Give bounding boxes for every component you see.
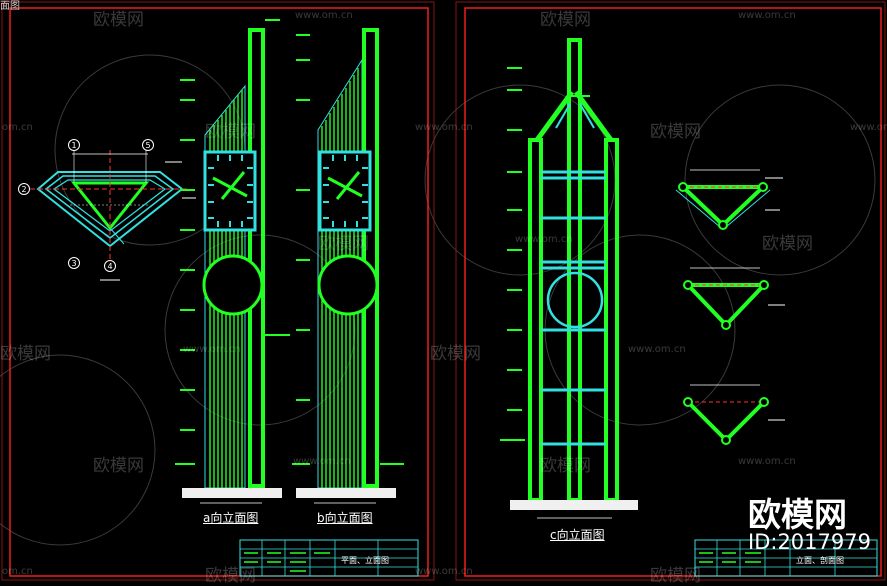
watermark-url: om.cn: [2, 566, 33, 577]
axis-label-1: 1: [71, 141, 76, 150]
sheet-frame-right: [455, 1, 886, 581]
watermark-logo: 欧模网: [650, 566, 701, 586]
watermark-logo: 欧模网: [430, 344, 481, 364]
watermark-url: www.om.cn: [293, 456, 351, 467]
section-detail-2: [683, 267, 785, 330]
view-title-b: b向立面图: [317, 511, 373, 525]
watermark-logo: 欧模网: [0, 344, 51, 364]
watermark-url: www.om.cn: [415, 566, 473, 577]
title-block-left: [239, 539, 419, 577]
watermark-url: www.om.cn: [183, 344, 241, 355]
watermark-url: www.om.cn: [295, 10, 353, 21]
watermark-logo: 欧模网: [205, 122, 256, 142]
tower-a-elevation: [175, 19, 290, 504]
tower-plan-view: [30, 150, 196, 281]
title-block-right: [694, 539, 878, 577]
view-title-a: a向立面图: [203, 511, 259, 525]
window-caption: 面图: [0, 1, 20, 12]
plan-axis-markers: [18, 139, 154, 272]
view-title-c: c向立面图: [550, 528, 605, 542]
watermark-logo: 欧模网: [540, 10, 591, 30]
watermark-url: www.om.cn: [850, 122, 887, 133]
watermark-url: www.om.cn: [738, 10, 796, 21]
title-block-right-name: 立面、剖面图: [796, 556, 844, 565]
watermark-logo: 欧模网: [762, 234, 813, 254]
watermark-url: www.om.cn: [628, 344, 686, 355]
axis-label-5: 5: [145, 141, 150, 150]
watermark-url: www.om.cn: [515, 234, 573, 245]
tower-b-elevation: [292, 28, 404, 504]
watermark-logo: 欧模网: [318, 234, 369, 254]
axis-label-2: 2: [21, 185, 26, 194]
watermark-logo: 欧模网: [540, 456, 591, 476]
watermark-logo: 欧模网: [205, 566, 256, 586]
plan-axis-labels: 1 5 2 3 4: [21, 141, 150, 271]
tower-c-elevation: [500, 38, 638, 519]
watermark-logo: 欧模网: [93, 10, 144, 30]
sheet-frame-left: [1, 1, 435, 581]
watermark-logo: 欧模网: [93, 456, 144, 476]
brand-logo-text: 欧模网: [748, 495, 847, 534]
section-detail-3: [683, 384, 785, 445]
section-detail-1: [675, 169, 783, 230]
watermark-url: www.om.cn: [738, 456, 796, 467]
watermark-logo: 欧模网: [650, 122, 701, 142]
axis-label-3: 3: [71, 259, 76, 268]
watermark-url: om.cn: [2, 122, 33, 133]
axis-label-4: 4: [107, 262, 112, 271]
title-block-left-name: 平面、立面图: [341, 556, 389, 565]
watermark-url: www.om.cn: [415, 122, 473, 133]
brand-id: ID:2017979: [748, 530, 871, 554]
